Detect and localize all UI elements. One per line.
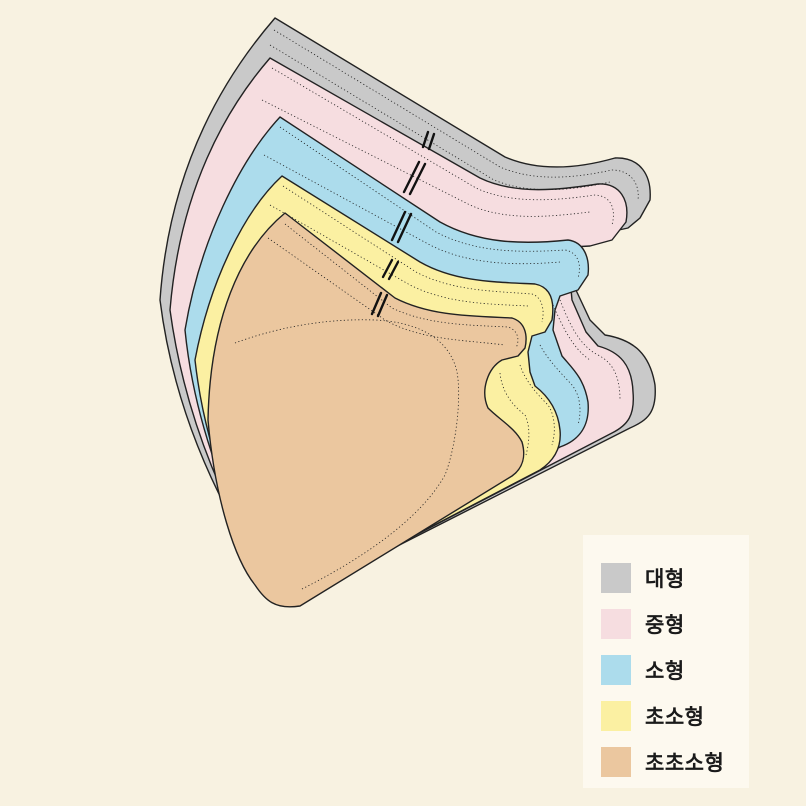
legend-label: 대형 [645,567,685,591]
mask-extra-extra-small [207,212,527,608]
legend-item-extra-extra-small: 초초소형 [601,739,749,785]
legend-label: 초소형 [645,705,705,729]
legend: 대형 중형 소형 초소형 초초소형 [583,535,749,788]
legend-item-small: 소형 [601,647,749,693]
legend-item-extra-small: 초소형 [601,693,749,739]
legend-label: 초초소형 [645,751,725,775]
legend-swatch-medium [601,609,631,639]
legend-swatch-extra-small [601,701,631,731]
legend-swatch-large [601,563,631,593]
legend-swatch-extra-extra-small [601,747,631,777]
legend-item-medium: 중형 [601,601,749,647]
legend-label: 중형 [645,613,685,637]
legend-item-large: 대형 [601,555,749,601]
legend-label: 소형 [645,659,685,683]
legend-swatch-small [601,655,631,685]
